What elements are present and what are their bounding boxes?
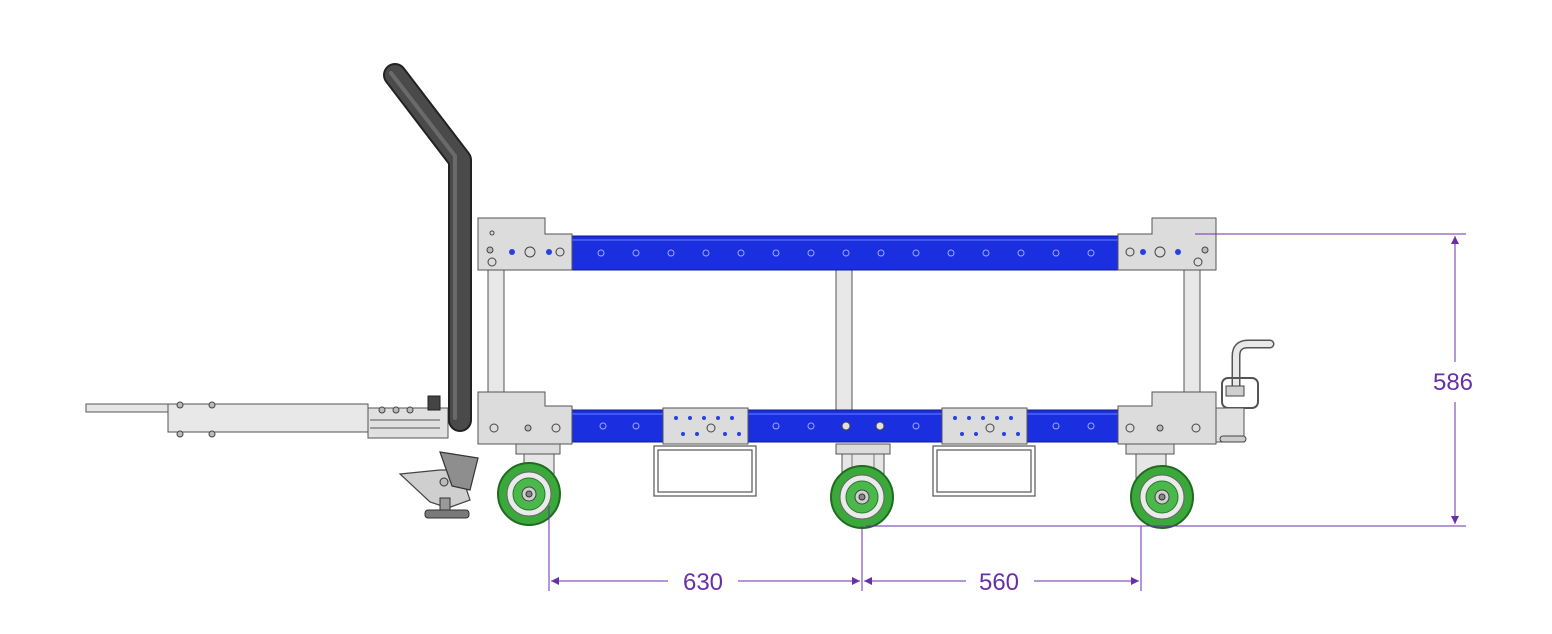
bottom-rail — [477, 391, 1217, 445]
floor-brake — [398, 451, 479, 519]
dimension-rear-wheelbase-label: 560 — [979, 569, 1019, 596]
tow-bar — [85, 395, 449, 439]
push-handle — [383, 63, 472, 432]
dimension-wheelbase — [548, 506, 1142, 591]
dimension-height — [866, 233, 1466, 527]
rear-coupling — [1215, 339, 1275, 443]
dimension-height-label: 586 — [1433, 369, 1473, 396]
upright-posts — [487, 269, 1201, 411]
caster-right — [1125, 443, 1194, 529]
caster-left — [497, 443, 561, 526]
caster-middle — [830, 443, 894, 529]
dimension-front-wheelbase-label: 630 — [683, 569, 723, 596]
label-holders — [653, 445, 1036, 497]
top-rail — [477, 217, 1217, 271]
